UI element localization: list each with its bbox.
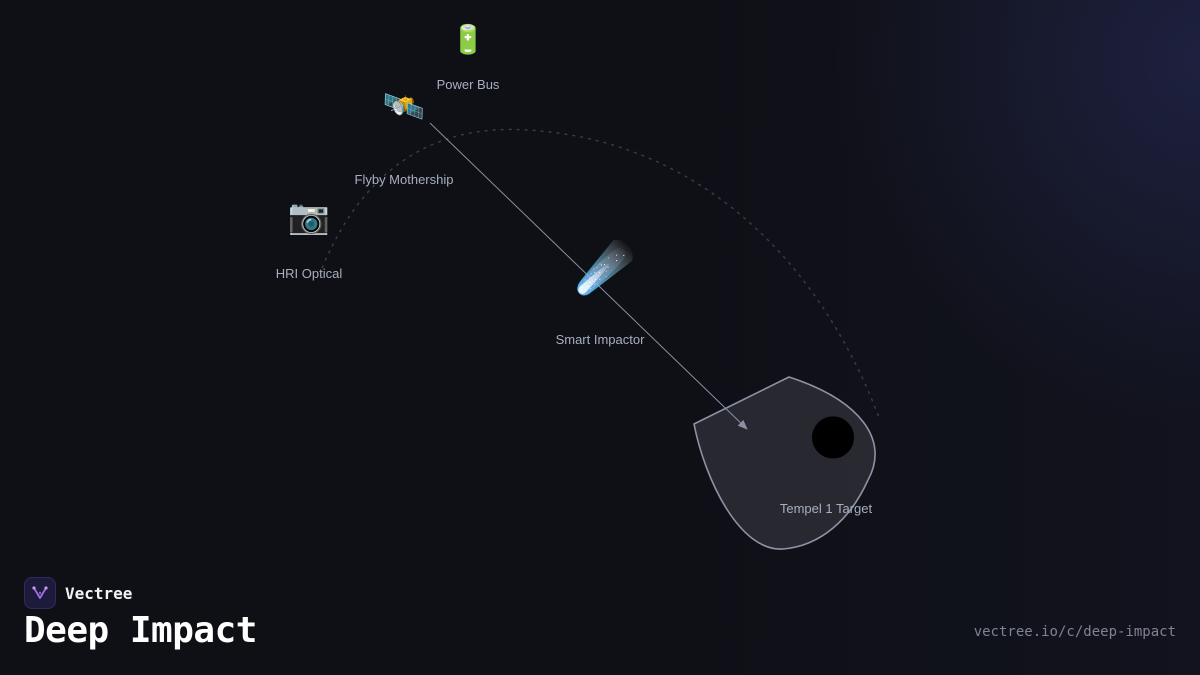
node-label: Tempel 1 Target: [779, 501, 873, 516]
vectree-logo-icon: [24, 577, 56, 609]
page-title: Deep Impact: [24, 610, 257, 651]
node-label: Flyby Mothership: [354, 172, 454, 187]
moon-icon: 🌑: [807, 413, 859, 466]
comet-icon: ☄️: [575, 242, 635, 295]
battery-icon: 🔋: [450, 24, 486, 55]
orbit-arc: [321, 128, 881, 421]
page-url[interactable]: vectree.io/c/deep-impact: [973, 624, 1176, 640]
node-label: Power Bus: [436, 77, 500, 92]
camera-icon: 📷: [287, 198, 331, 236]
brand-name: Vectree: [65, 583, 133, 603]
node-label: HRI Optical: [275, 266, 343, 281]
satellite-icon: 🛰️: [382, 88, 426, 126]
node-label: Smart Impactor: [555, 332, 645, 347]
brand: Vectree: [24, 577, 132, 609]
edge-flyby-to-target: [429, 122, 748, 430]
